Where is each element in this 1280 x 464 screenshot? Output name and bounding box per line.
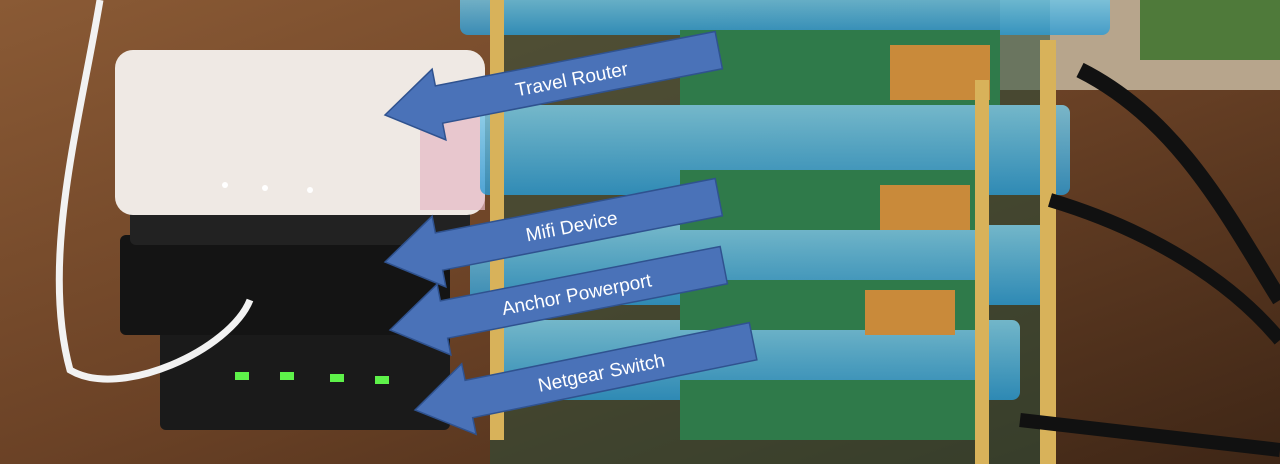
- netgear-switch-device: [160, 330, 450, 430]
- anchor-powerport-device: [120, 235, 450, 335]
- travel-router-device: [115, 50, 485, 215]
- grass: [1140, 0, 1280, 60]
